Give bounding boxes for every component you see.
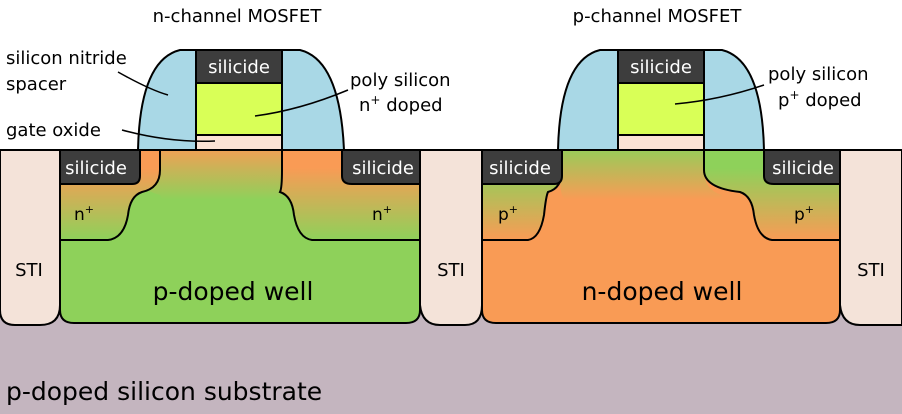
sti-right-label: STI (857, 260, 885, 281)
gate-oxide-label: gate oxide (6, 120, 101, 141)
n-well-label: n-doped well (582, 277, 743, 306)
p-well-label: p-doped well (153, 277, 314, 306)
nmos-poly-label-line1: poly silicon (350, 70, 451, 91)
pmos-poly-gate (617, 82, 705, 136)
pmos-drain-silicide-label: silicide (772, 158, 834, 179)
sti-middle-label: STI (437, 260, 465, 281)
pmos-gate-silicide-label: silicide (630, 57, 692, 78)
sti-right (839, 149, 902, 326)
nmos-drain-doping-label: n+ (372, 203, 392, 225)
pmos-channel-region (560, 150, 722, 240)
nmos-channel-region (138, 150, 300, 240)
spacer-label-line1: silicon nitride (6, 48, 127, 69)
nmos-poly-label-line2: n+ doped (359, 93, 443, 116)
spacer-leader-line (117, 71, 169, 96)
gate-oxide-leader-line (121, 129, 216, 142)
pmos-poly-label-line2: p+ doped (778, 88, 862, 111)
pmos-poly-leader-line (674, 84, 765, 105)
substrate-label: p-doped silicon substrate (6, 377, 322, 406)
pmos-source-silicide (481, 149, 563, 185)
nmos-gate-oxide (195, 134, 283, 151)
pmos-gate-silicide (617, 49, 705, 84)
nmos-source-doping-label: n+ (74, 203, 94, 225)
nmos-drain-silicide (341, 149, 421, 185)
nmos-gate-silicide (195, 49, 283, 84)
pmos-drain-silicide (763, 149, 841, 185)
nmos-title: n-channel MOSFET (153, 6, 323, 27)
pmos-drain-doping-label: p+ (794, 203, 814, 225)
pmos-source-doping-label: p+ (498, 203, 518, 225)
nmos-drain-silicide-label: silicide (352, 158, 414, 179)
pmos-source-silicide-label: silicide (489, 158, 551, 179)
pmos-gate-oxide (617, 134, 705, 151)
sti-left-label: STI (15, 260, 43, 281)
pmos-title: p-channel MOSFET (573, 6, 743, 27)
pmos-poly-label-line1: poly silicon (768, 64, 869, 85)
spacer-label-line2: spacer (6, 74, 67, 95)
nmos-poly-gate (195, 82, 283, 136)
sti-middle (419, 149, 483, 326)
nmos-source-silicide (59, 149, 141, 185)
nmos-source-silicide-label: silicide (65, 158, 127, 179)
nmos-poly-leader-line (254, 89, 349, 117)
sti-left (0, 149, 61, 326)
nmos-gate-silicide-label: silicide (208, 57, 270, 78)
